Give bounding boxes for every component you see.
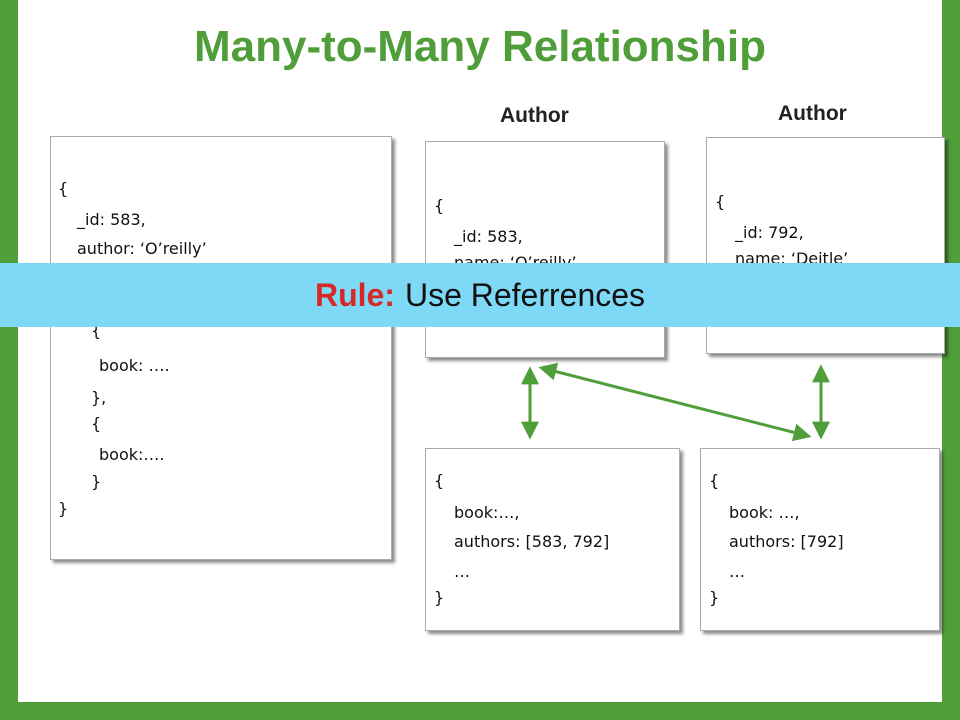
code-line: }: [91, 472, 102, 491]
code-line: book:…,: [454, 503, 520, 522]
rule-text: Use Referrences: [404, 276, 646, 313]
code-line: {: [58, 179, 69, 198]
code-line: …: [454, 562, 470, 581]
code-line: book: …,: [729, 503, 800, 522]
slide-title: Many-to-Many Relationship: [193, 22, 767, 71]
book-document-1: { book:…, authors: [583, 792] … }: [425, 448, 680, 631]
code-line: …: [729, 562, 745, 581]
code-line: {: [91, 321, 102, 340]
code-line: authors: [792]: [729, 532, 844, 551]
code-line: _id: 583,: [454, 227, 523, 246]
rule-banner: Rule: Use Referrences: [0, 263, 960, 327]
code-line: },: [91, 388, 107, 407]
author-label-1: Author: [500, 104, 569, 127]
arrow-author1-book2: [538, 362, 812, 442]
code-line: }: [434, 588, 445, 607]
embedded-document: { _id: 583, author: ‘O’reilly’ { book: ……: [50, 136, 392, 560]
code-line: {: [91, 414, 102, 433]
frame-right: [942, 0, 960, 720]
code-line: book: ….: [99, 356, 170, 375]
code-line: }: [58, 499, 69, 518]
frame-left: [0, 0, 18, 720]
code-line: author: ‘O’reilly’: [77, 239, 207, 258]
frame-bottom: [0, 702, 960, 720]
code-line: authors: [583, 792]: [454, 532, 610, 551]
code-line: _id: 792,: [735, 223, 804, 242]
rule-label: Rule:: [314, 276, 395, 313]
book-document-2: { book: …, authors: [792] … }: [700, 448, 940, 631]
author-label-2: Author: [778, 102, 847, 125]
code-line: {: [434, 196, 445, 215]
code-line: {: [715, 192, 726, 211]
code-line: {: [434, 471, 445, 490]
code-line: _id: 583,: [77, 210, 146, 229]
code-line: }: [709, 588, 720, 607]
code-line: book:….: [99, 445, 165, 464]
code-line: {: [709, 471, 720, 490]
